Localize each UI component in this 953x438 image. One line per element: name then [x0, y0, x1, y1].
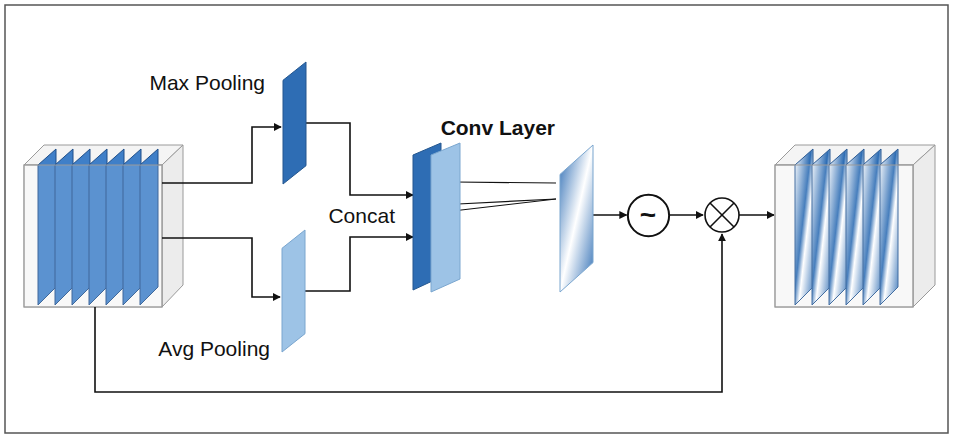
multiply-symbol: [705, 198, 739, 232]
node-shape: [283, 62, 306, 184]
symbol-text: ~: [627, 194, 670, 237]
conv-output-map: Conv Layer: [560, 145, 593, 292]
node-label: Concat: [328, 205, 395, 227]
node-shape: [560, 145, 593, 292]
frame: [5, 5, 948, 433]
flow-arrow: [739, 214, 774, 216]
skip-connection: [95, 234, 722, 392]
concat-maps: Concat: [413, 143, 461, 292]
flow-arrow: [666, 214, 703, 216]
node-label: Avg Pooling: [158, 338, 270, 360]
flow-arrow: [306, 123, 413, 195]
output-feature-cube: [775, 145, 935, 307]
node-label: Conv Layer: [441, 117, 555, 139]
flow-arrow: [305, 237, 413, 291]
flow-arrow: [593, 214, 627, 216]
avg-pooling-map: Avg Pooling: [282, 230, 305, 352]
node-label: Max Pooling: [149, 72, 265, 94]
max-pooling-map: Max Pooling: [283, 62, 306, 184]
node-shape: [413, 143, 461, 292]
node-shape: [282, 230, 305, 352]
input-feature-cube: [24, 145, 183, 307]
sigmoid-circle: ~: [627, 194, 670, 237]
branch-arrow: [162, 127, 281, 183]
branch-arrow: [162, 238, 280, 297]
